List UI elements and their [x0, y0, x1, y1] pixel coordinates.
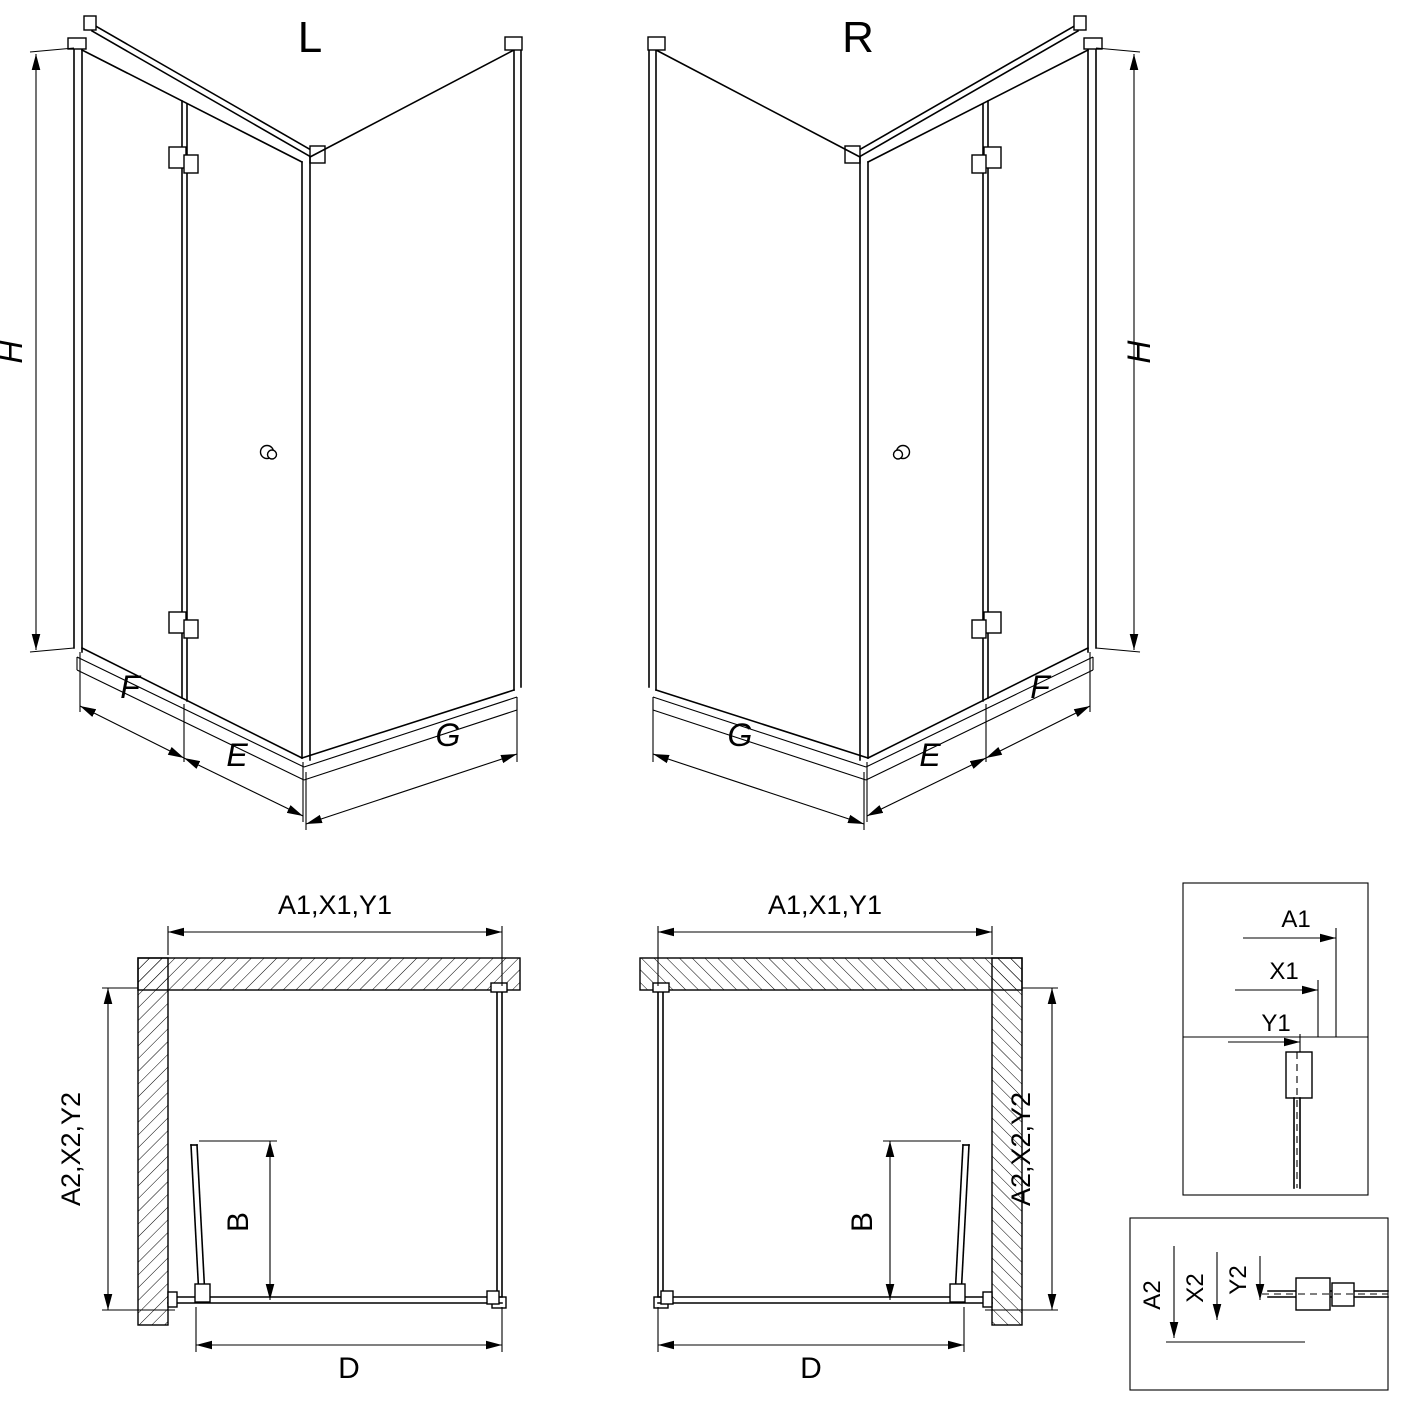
iso-view-right: R H F E G — [648, 13, 1157, 830]
dim-label-side-left: G — [436, 717, 461, 753]
plan-view-right: A1,X1,Y1 A2,X2,Y2 B D — [640, 890, 1058, 1385]
detail-top-profile: A1 X1 Y1 — [1182, 882, 1369, 1196]
plan-dim-door-right: B — [846, 1212, 879, 1232]
detail-dim-a2: A2 — [1139, 1280, 1166, 1309]
detail-dim-a1: A1 — [1281, 906, 1310, 933]
plan-dim-inner-left: D — [338, 1352, 360, 1385]
detail-bottom-profile: A2 X2 Y2 — [1129, 1217, 1389, 1391]
variant-label-right: R — [842, 13, 874, 62]
dim-label-fixed-right: F — [1030, 669, 1052, 705]
dim-label-door-right: E — [919, 737, 941, 773]
iso-view-left: L H F E G — [0, 13, 522, 830]
plan-dim-door-left: B — [222, 1212, 255, 1232]
detail-dim-y2: Y2 — [1225, 1265, 1252, 1294]
dim-label-side-right: G — [728, 717, 753, 753]
plan-dim-depth-right: A2,X2,Y2 — [1006, 1092, 1036, 1206]
plan-dim-width-left: A1,X1,Y1 — [278, 890, 392, 920]
dim-label-height-right: H — [1121, 340, 1157, 364]
plan-view-left: A1,X1,Y1 A2,X2,Y2 B D — [56, 890, 520, 1385]
plan-dim-depth-left: A2,X2,Y2 — [56, 1092, 86, 1206]
variant-label-left: L — [298, 13, 322, 62]
door-clamp-cap-icon — [1331, 1282, 1355, 1307]
plan-dim-inner-right: D — [800, 1352, 822, 1385]
dim-label-door-left: E — [226, 737, 248, 773]
detail-dim-y1: Y1 — [1261, 1010, 1290, 1037]
detail-dim-x2: X2 — [1182, 1273, 1209, 1302]
wall-bracket-icon — [1285, 1051, 1313, 1099]
dim-label-height-left: H — [0, 340, 29, 364]
plan-dim-width-right: A1,X1,Y1 — [768, 890, 882, 920]
dim-label-fixed-left: F — [120, 669, 142, 705]
detail-dim-x1: X1 — [1269, 958, 1298, 985]
